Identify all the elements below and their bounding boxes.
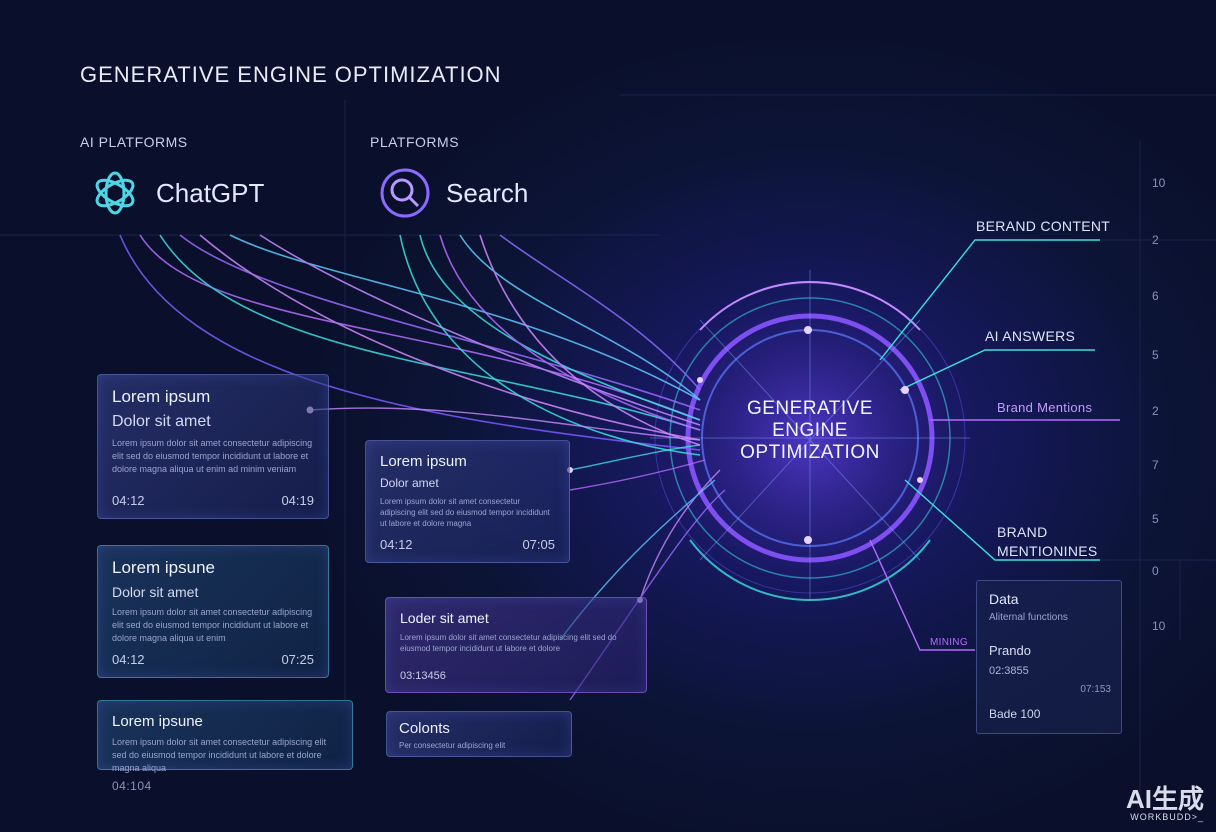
card-heading: Colonts bbox=[399, 720, 450, 737]
card-subheading: Dolor sit amet bbox=[112, 413, 211, 430]
data-panel-item: Prando bbox=[989, 643, 1031, 658]
axis-tick: 10 bbox=[1152, 176, 1166, 190]
platforms-label: PLATFORMS bbox=[370, 134, 460, 150]
card-body: Lorem ipsum dolor sit amet consectetur a… bbox=[112, 438, 313, 474]
card-time: 03:13456 bbox=[400, 670, 446, 682]
openai-icon bbox=[88, 166, 142, 220]
card-heading: Loder sit amet bbox=[400, 610, 489, 626]
axis-tick: 0 bbox=[1152, 564, 1159, 578]
card-body: Per consectetur adipiscing elit bbox=[399, 741, 506, 750]
page-title: GENERATIVE ENGINE OPTIMIZATION bbox=[80, 62, 502, 87]
output-brand-mentions: Brand Mentions bbox=[997, 400, 1093, 415]
watermark-logo: AI生成 WORKBUDD>_ bbox=[1126, 786, 1204, 822]
card-body: Lorem ipsum dolor sit amet consectetur a… bbox=[400, 633, 617, 653]
axis-tick: 6 bbox=[1152, 289, 1159, 303]
axis-tick: 7 bbox=[1152, 458, 1159, 472]
card-heading: Lorem ipsum bbox=[112, 387, 211, 406]
card-subheading: Dolor sit amet bbox=[112, 584, 199, 600]
axis-tick: 2 bbox=[1152, 233, 1159, 247]
card-time-left: 04:12 bbox=[380, 537, 413, 552]
card-heading: Lorem ipsune bbox=[112, 558, 216, 577]
hub-label: GENERATIVE ENGINE OPTIMIZATION bbox=[740, 398, 880, 463]
axis-tick: 2 bbox=[1152, 404, 1159, 418]
watermark-sub: WORKBUDD>_ bbox=[1130, 812, 1204, 822]
axis-tick: 5 bbox=[1152, 512, 1159, 526]
card-body: Lorem ipsum dolor sit amet consectetur a… bbox=[380, 497, 550, 528]
data-panel-footer: Bade 100 bbox=[989, 707, 1041, 721]
info-card[interactable]: Colonts Per consectetur adipiscing elit bbox=[386, 711, 572, 757]
card-time-right: 07:05 bbox=[522, 537, 555, 552]
card-heading: Lorem ipsum bbox=[380, 453, 467, 470]
card-time-left: 04:12 bbox=[112, 493, 145, 508]
card-time-right: 07:25 bbox=[281, 652, 314, 667]
data-panel-title: Data bbox=[989, 591, 1019, 607]
axis-tick: 10 bbox=[1152, 619, 1166, 633]
data-panel-value-2: 07:153 bbox=[1080, 684, 1111, 695]
data-panel-subtitle: Aliternal functions bbox=[989, 612, 1068, 623]
axis-tick: 5 bbox=[1152, 348, 1159, 362]
card-subheading: Dolor amet bbox=[380, 476, 439, 490]
output-tag: MINING bbox=[930, 637, 968, 648]
platform-chatgpt[interactable]: ChatGPT bbox=[88, 166, 264, 220]
output-brand-content: BERAND CONTENT bbox=[976, 218, 1111, 234]
card-time-left: 04:12 bbox=[112, 652, 145, 667]
platform-chatgpt-label: ChatGPT bbox=[156, 177, 265, 208]
card-time: 04:104 bbox=[112, 779, 152, 793]
info-card[interactable]: Lorem ipsum Dolor amet Lorem ipsum dolor… bbox=[365, 440, 570, 563]
card-time-right: 04:19 bbox=[281, 493, 314, 508]
data-panel[interactable]: Data Aliternal functions Prando 02:3855 … bbox=[976, 580, 1122, 734]
card-body: Lorem ipsum dolor sit amet consectetur a… bbox=[112, 607, 313, 643]
info-card[interactable]: Lorem ipsune Lorem ipsum dolor sit amet … bbox=[97, 700, 353, 773]
card-body: Lorem ipsum dolor sit amet consectetur a… bbox=[112, 737, 327, 773]
info-card[interactable]: Lorem ipsum Dolor sit amet Lorem ipsum d… bbox=[97, 374, 329, 519]
platform-search-label: Search bbox=[446, 177, 529, 208]
info-card[interactable]: Lorem ipsune Dolor sit amet Lorem ipsum … bbox=[97, 545, 329, 678]
ai-platforms-label: AI PLATFORMS bbox=[80, 134, 188, 150]
search-icon bbox=[378, 166, 432, 220]
info-card[interactable]: Loder sit amet Lorem ipsum dolor sit ame… bbox=[385, 597, 647, 693]
card-heading: Lorem ipsune bbox=[112, 713, 203, 730]
output-ai-answers: AI ANSWERS bbox=[985, 328, 1076, 344]
data-panel-value: 02:3855 bbox=[989, 665, 1029, 677]
platform-search[interactable]: Search bbox=[378, 166, 528, 220]
output-mentions-label: MENTIONINES bbox=[997, 543, 1098, 559]
watermark-main: AI生成 bbox=[1125, 784, 1204, 814]
output-brand-label: BRAND bbox=[997, 524, 1048, 540]
